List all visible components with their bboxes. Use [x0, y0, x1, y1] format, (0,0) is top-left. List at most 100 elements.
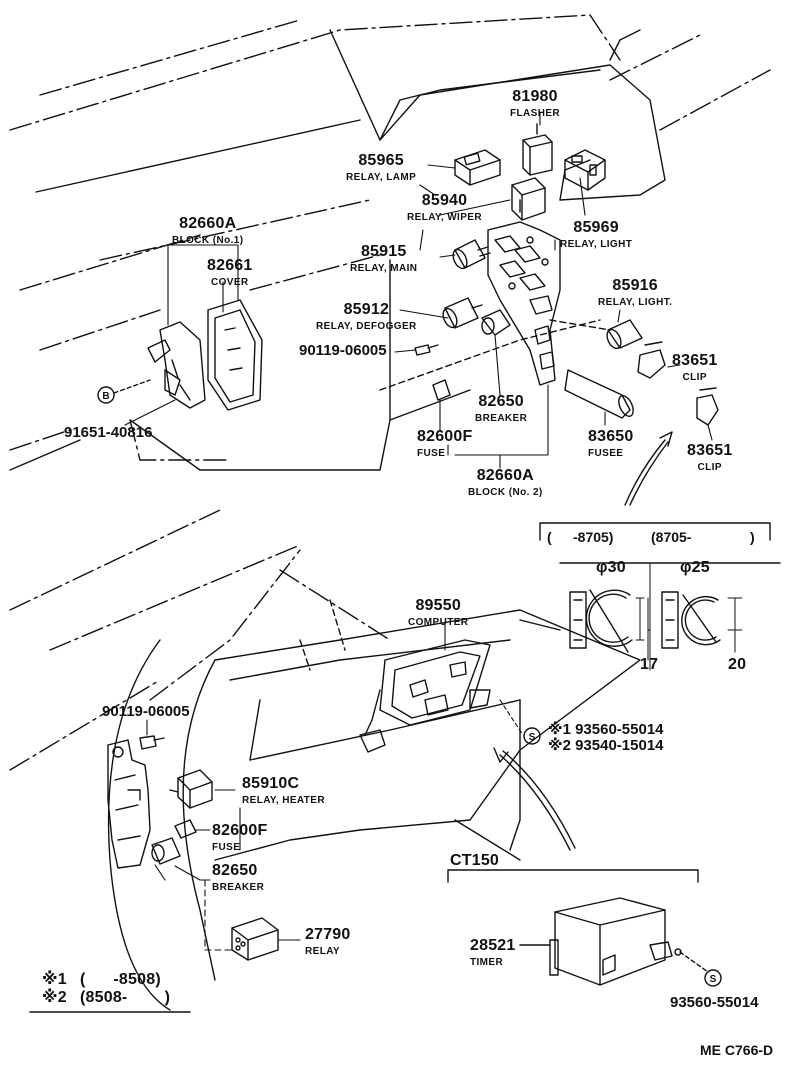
screw-lower-drawing [139, 735, 165, 750]
part-name: RELAY [305, 946, 340, 957]
part-name: RELAY, DEFOGGER [316, 321, 417, 332]
part-number: 82660A [476, 467, 534, 484]
label-block-no1: 82660A BLOCK (No.1) [172, 215, 243, 246]
label-screw-timer: 93560-55014 [670, 994, 759, 1011]
part-number: 83650 [588, 428, 634, 445]
fuse-lower-drawing [174, 819, 197, 839]
label-relay-light-2: 85916 RELAY, LIGHT. [598, 277, 672, 308]
dashboard-outline-lower [9, 509, 641, 1011]
relay-27790-drawing [231, 917, 279, 961]
part-number: 82660A [179, 215, 237, 232]
part-number: 82650 [212, 862, 258, 879]
screw-mark-s: S [529, 732, 536, 743]
arrow-upper [624, 431, 673, 506]
part-name: FUSEE [588, 448, 624, 459]
part-number: 81980 [512, 88, 558, 105]
clip-2-drawing [696, 387, 719, 426]
clamp-dim-1: 17 [640, 656, 659, 673]
part-number: 85940 [421, 192, 468, 209]
part-number: 89550 [415, 597, 461, 614]
part-name: FUSE [212, 842, 241, 853]
part-number: 82600F [212, 822, 268, 839]
label-flasher: 81980 FLASHER [510, 88, 560, 119]
arrow-lower [493, 747, 576, 851]
part-number: 85969 [573, 219, 619, 236]
clamp-open-bracket: ( [547, 529, 552, 545]
part-name: CLIP [682, 372, 707, 383]
relay-light-drawing [564, 149, 606, 191]
label-bolt: 91651-40816 [64, 424, 153, 441]
part-name: RELAY, MAIN [350, 263, 418, 274]
label-ct150: CT150 [450, 852, 500, 869]
label-timer: 28521 TIMER [470, 937, 516, 968]
clamp-dia-2: φ25 [680, 559, 710, 576]
part-name: FLASHER [510, 108, 561, 119]
label-relay-lamp: 85965 RELAY, LAMP [346, 152, 416, 183]
timer-drawing [519, 897, 682, 986]
relay-defogger-drawing [442, 297, 483, 329]
clamp-30-drawing [569, 589, 651, 661]
part-number: 85915 [360, 243, 407, 260]
part-number: 83651 [687, 442, 733, 459]
relay-wiper-drawing [511, 177, 546, 221]
part-name: BLOCK (No. 2) [468, 487, 543, 498]
part-number: 85916 [612, 277, 658, 294]
label-relay-heater: 85910C RELAY, HEATER [242, 775, 325, 806]
part-name: BREAKER [475, 413, 528, 424]
screw-ref-2: ※2 93540-15014 [548, 737, 664, 754]
part-name: RELAY, LIGHT [560, 239, 633, 250]
computer-leaders [444, 621, 524, 736]
legend-mark-1: ※1 [42, 971, 67, 988]
drawing-id: ME C766-D [700, 1042, 774, 1058]
label-fusee: 83650 FUSEE [588, 428, 634, 459]
screw-s-mark-2: S [679, 951, 722, 987]
part-number: 85910C [242, 775, 300, 792]
label-block-no2: 82660A BLOCK (No. 2) [468, 467, 543, 498]
label-computer: 89550 COMPUTER [408, 597, 468, 628]
clamp-detail-frame [539, 522, 781, 671]
bolt-drawing: B [97, 379, 151, 404]
part-number: 27790 [305, 926, 351, 943]
clamp-25-drawing [661, 591, 743, 653]
part-name: FUSE [417, 448, 446, 459]
leader-lines-upper [124, 112, 713, 469]
relay-light-2-drawing [606, 319, 643, 350]
clamp-period-2-close: ) [750, 529, 755, 545]
computer-drawing [359, 639, 491, 753]
label-relay-light: 85969 RELAY, LIGHT [560, 219, 632, 250]
fusee-drawing [564, 369, 634, 419]
bracket-lower-drawing [107, 739, 151, 869]
part-name: RELAY, HEATER [242, 795, 325, 806]
part-name: RELAY, LAMP [346, 172, 417, 183]
dashboard-outline-upper [9, 14, 771, 471]
part-name: RELAY, LIGHT. [598, 297, 673, 308]
flasher-drawing [522, 123, 553, 176]
leader-lines-lower [146, 719, 301, 951]
part-number: 85965 [358, 152, 404, 169]
legend-value-2: (8508- ) [80, 989, 171, 1006]
relay-main-drawing [452, 239, 491, 270]
ct150-frame [447, 869, 699, 883]
screw-upper-drawing [414, 344, 439, 356]
label-relay-defogger: 85912 RELAY, DEFOGGER [316, 301, 417, 332]
part-number: 82600F [417, 428, 473, 445]
label-relay-wiper: 85940 RELAY, WIPER [407, 192, 482, 223]
relay-heater-drawing [169, 769, 213, 809]
bolt-mark-b: B [102, 391, 109, 402]
label-screw-lower: 90119-06005 [102, 703, 190, 720]
label-relay-27790: 27790 RELAY [305, 926, 351, 957]
fuse-upper-drawing [432, 379, 451, 401]
part-name: COMPUTER [408, 617, 469, 628]
legend-mark-2: ※2 [42, 989, 67, 1006]
cover-drawing [207, 299, 263, 411]
label-breaker-upper: 82650 BREAKER [475, 393, 527, 424]
breaker-upper-drawing [481, 309, 511, 336]
part-name: CLIP [697, 462, 722, 473]
clamp-dim-2: 20 [728, 656, 747, 673]
breaker-lower-drawing [151, 837, 181, 865]
part-name: COVER [210, 277, 249, 288]
part-name: BLOCK (No.1) [172, 235, 244, 246]
clamp-period-1: -8705) [573, 529, 614, 545]
label-cover: 82661 COVER [207, 257, 253, 288]
